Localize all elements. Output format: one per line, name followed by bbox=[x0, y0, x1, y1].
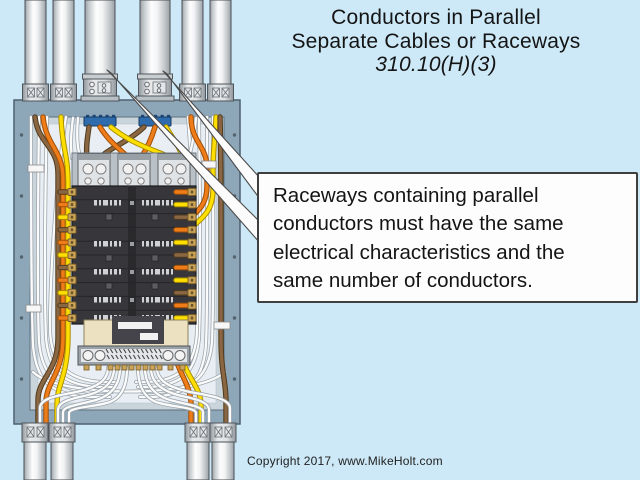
deadfront-panel bbox=[83, 316, 189, 347]
copyright-notice: Copyright 2017, www.MikeHolt.com bbox=[247, 454, 443, 468]
breaker-assembly bbox=[71, 185, 197, 325]
main-lug-3 bbox=[157, 153, 191, 187]
bottom-conduit-1 bbox=[21, 422, 49, 480]
neutral-ground-bar bbox=[77, 345, 191, 371]
callout-text-line: Raceways containing parallel bbox=[273, 184, 539, 207]
callout-text-line: conductors must have the same bbox=[273, 212, 564, 236]
cable-clamp-tab bbox=[213, 321, 231, 330]
enclosure-screws bbox=[19, 133, 237, 381]
cable-clamp-tab bbox=[25, 304, 42, 313]
bottom-conduit-2 bbox=[48, 422, 76, 480]
title-line-2: Separate Cables or Raceways bbox=[291, 29, 581, 53]
breaker-terminals bbox=[67, 188, 197, 322]
top-conduit-3-parallel-raceway bbox=[80, 0, 120, 102]
top-conduit-6 bbox=[207, 0, 234, 102]
callout-text-line: same number of conductors. bbox=[273, 269, 533, 293]
top-conduit-4-parallel-raceway bbox=[135, 0, 175, 102]
cable-clamp-tab bbox=[27, 164, 45, 173]
slide-title: Conductors in Parallel Separate Cables o… bbox=[240, 6, 632, 77]
title-line-3-code-reference: 310.10(H)(3) bbox=[375, 53, 497, 77]
main-lug-2 bbox=[117, 153, 151, 187]
main-lugs bbox=[71, 152, 197, 188]
bottom-conduit-3 bbox=[184, 422, 212, 480]
callout-text-line: electrical characteristics and the bbox=[273, 240, 565, 264]
bottom-conduit-4 bbox=[209, 422, 237, 480]
callout-box: Raceways containing parallel conductors … bbox=[257, 172, 638, 303]
top-conduit-5 bbox=[179, 0, 206, 102]
top-conduit-2 bbox=[50, 0, 77, 102]
main-lug-1 bbox=[77, 153, 111, 187]
top-conduit-1 bbox=[22, 0, 49, 102]
title-line-1: Conductors in Parallel bbox=[331, 6, 541, 29]
neutral-pigtails bbox=[38, 366, 232, 426]
